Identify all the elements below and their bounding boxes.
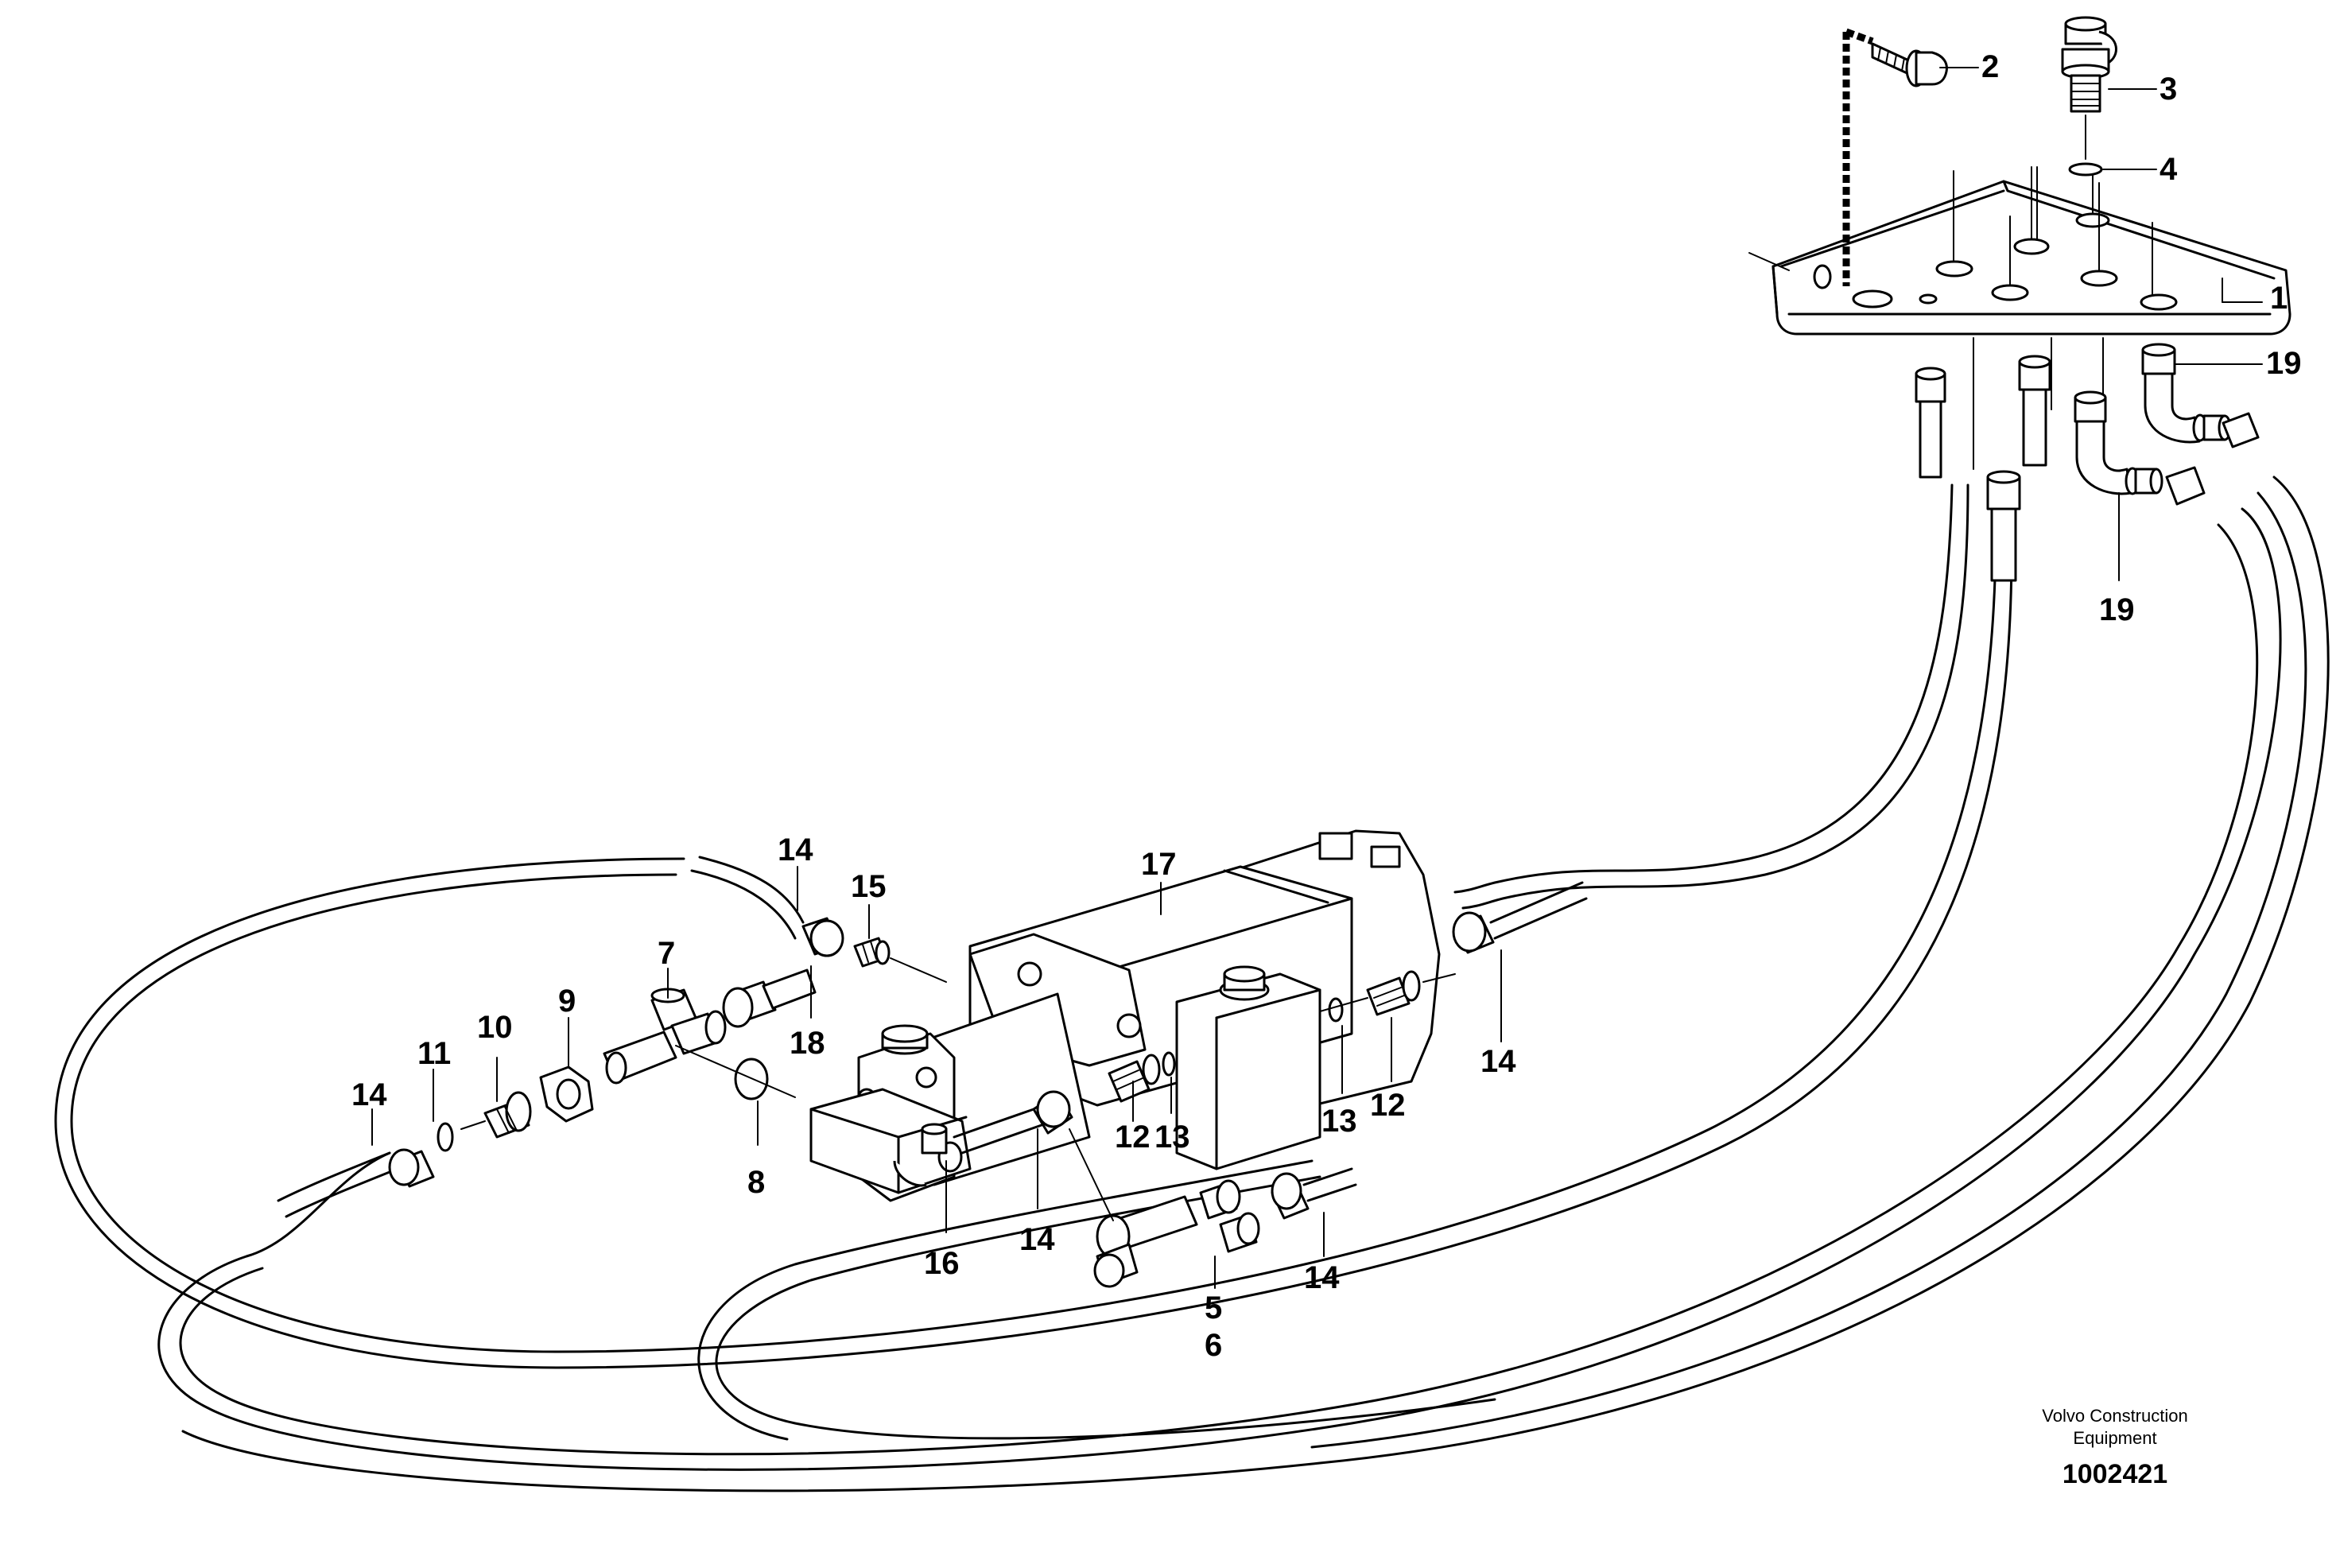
valve-assembly bbox=[809, 829, 1441, 1202]
plate-fittings bbox=[1915, 343, 2260, 582]
callout-15: 15 bbox=[851, 869, 887, 904]
callout-17: 17 bbox=[1141, 847, 1177, 882]
callout-14d: 14 bbox=[1304, 1260, 1340, 1295]
mounting-plate bbox=[1748, 166, 2291, 470]
callout-3: 3 bbox=[2160, 72, 2177, 107]
drawing-number: 1002421 bbox=[2063, 1459, 2167, 1489]
callout-7: 7 bbox=[658, 936, 675, 971]
callout-9: 9 bbox=[558, 984, 576, 1019]
callout-1: 1 bbox=[2270, 281, 2288, 316]
callout-8: 8 bbox=[747, 1165, 765, 1200]
leader-lines bbox=[371, 67, 2263, 1289]
callout-14c: 14 bbox=[1019, 1222, 1055, 1257]
callout-14e: 14 bbox=[1480, 1044, 1516, 1079]
callout-4: 4 bbox=[2160, 152, 2178, 187]
callout-19b: 19 bbox=[2099, 592, 2135, 627]
o-ring-4 bbox=[2068, 162, 2103, 177]
callout-5: 5 bbox=[1205, 1290, 1222, 1325]
callout-12b: 12 bbox=[1370, 1088, 1406, 1123]
callout-13b: 13 bbox=[1321, 1104, 1357, 1139]
assembly-fittings bbox=[1108, 970, 1456, 1103]
lower-fittings bbox=[953, 881, 1588, 1288]
callout-19a: 19 bbox=[2266, 346, 2302, 381]
footer-company-line2: Equipment bbox=[2073, 1428, 2156, 1448]
bolt-guide bbox=[1842, 28, 1874, 286]
footer: Volvo Construction Equipment 1002421 bbox=[2042, 1406, 2187, 1489]
callout-13a: 13 bbox=[1154, 1120, 1190, 1155]
left-fittings bbox=[388, 917, 947, 1188]
callout-14b: 14 bbox=[351, 1077, 387, 1112]
callout-14a: 14 bbox=[778, 833, 813, 867]
hose-lines bbox=[54, 475, 2330, 1492]
callout-6: 6 bbox=[1205, 1328, 1222, 1363]
callout-16: 16 bbox=[924, 1246, 960, 1281]
callout-11: 11 bbox=[417, 1036, 451, 1071]
callout-18: 18 bbox=[790, 1026, 825, 1061]
footer-company: Volvo Construction bbox=[2042, 1406, 2187, 1426]
bolt bbox=[1871, 42, 1948, 87]
callout-labels: 1 2 3 4 5 6 7 8 9 10 11 12 12 13 13 14 1… bbox=[351, 49, 2302, 1363]
test-connector bbox=[2061, 16, 2117, 160]
callout-12a: 12 bbox=[1115, 1120, 1151, 1155]
callout-2: 2 bbox=[1981, 49, 1999, 84]
callout-10: 10 bbox=[477, 1010, 513, 1045]
